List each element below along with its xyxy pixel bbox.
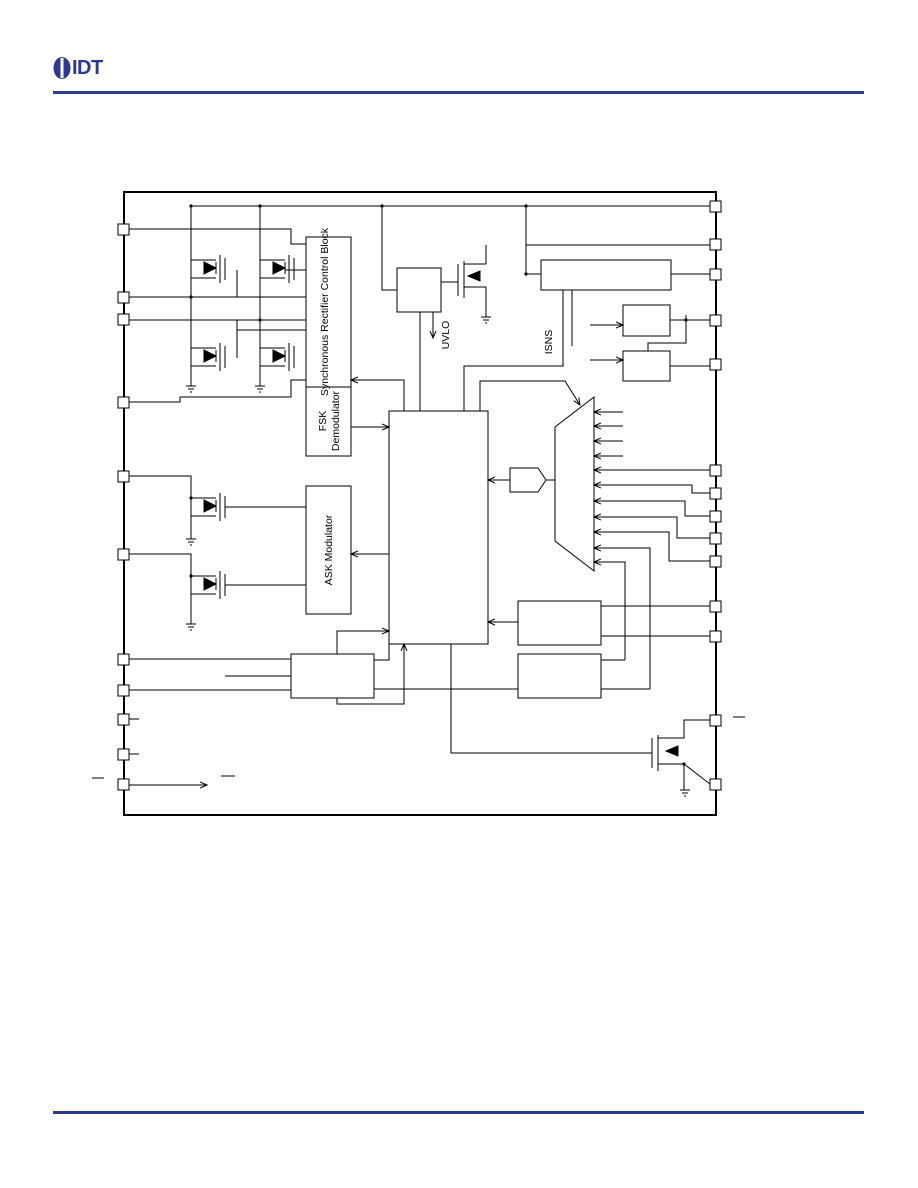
pin-left-8	[117, 684, 130, 697]
isns-label: ISNS	[543, 330, 555, 355]
fsk-label-line2: Demodulator	[330, 390, 342, 451]
pin-right-8	[709, 510, 722, 523]
rectifier-mosfet-q1	[191, 255, 226, 283]
ground-symbol	[481, 316, 491, 324]
chip-outline	[123, 191, 717, 816]
pin-left-4	[117, 396, 130, 409]
pin-right-14	[709, 778, 722, 791]
pin-right-6	[709, 464, 722, 477]
footer-rule	[53, 1111, 864, 1114]
pin-left-6	[117, 548, 130, 561]
adc-symbol	[509, 467, 547, 493]
rectifier-mosfet-q2	[260, 255, 295, 283]
uvlo-label: UVLO	[440, 321, 452, 350]
pin-right-1	[709, 200, 722, 213]
ground-symbol	[255, 385, 265, 393]
rectifier-mosfet-q4	[260, 343, 295, 371]
pin-left-9	[117, 713, 130, 726]
pin-left-7	[117, 653, 130, 666]
ask-mosfet-1	[191, 493, 306, 521]
ground-symbol	[186, 385, 196, 393]
controller-block	[388, 410, 489, 645]
output-mosfet	[651, 719, 711, 790]
pin-right-10	[709, 555, 722, 568]
left-pins	[117, 223, 130, 791]
pin-right-13	[709, 714, 722, 727]
fsk-demodulator-block	[305, 386, 352, 457]
pin-right-2	[709, 238, 722, 251]
ldo-block	[517, 653, 602, 699]
pin-right-4	[709, 314, 722, 327]
idt-logo: IDT	[53, 55, 123, 81]
adc-mux	[554, 395, 595, 573]
junction-dots	[189, 204, 688, 766]
pin-right-11	[709, 600, 722, 613]
header-rule	[53, 91, 864, 94]
pass-mosfet	[441, 260, 487, 317]
sync-rectifier-label: Synchronous Rectifier Control Block	[319, 227, 331, 396]
comparator-block-1	[622, 304, 671, 337]
logic-block	[290, 653, 375, 699]
ask-modulator-block	[305, 485, 352, 615]
idt-logo-icon	[53, 57, 71, 79]
pin-left-11	[117, 778, 130, 791]
pin-right-3	[709, 268, 722, 281]
pin-right-9	[709, 532, 722, 545]
rectifier-mosfet-q3	[191, 343, 226, 371]
pin-right-7	[709, 487, 722, 500]
ground-symbol	[680, 789, 690, 797]
pin-left-2	[117, 291, 130, 304]
pin-left-5	[117, 470, 130, 483]
pin-left-10	[117, 748, 130, 761]
ground-symbol	[186, 623, 196, 631]
comparator-block-2	[622, 350, 671, 382]
pin-right-5	[709, 358, 722, 371]
ask-mosfet-2	[191, 571, 306, 599]
ground-symbol	[186, 538, 196, 546]
logo-text: IDT	[72, 57, 103, 79]
uvlo-block	[396, 267, 442, 313]
fsk-label-line1: FSK	[317, 411, 329, 431]
sense-amp-block	[540, 259, 672, 291]
pin-left-1	[117, 223, 130, 236]
pin-right-12	[709, 630, 722, 643]
oscillator-block	[517, 600, 602, 646]
ask-modulator-label: ASK Modulator	[323, 514, 335, 585]
pin-left-3	[117, 313, 130, 326]
